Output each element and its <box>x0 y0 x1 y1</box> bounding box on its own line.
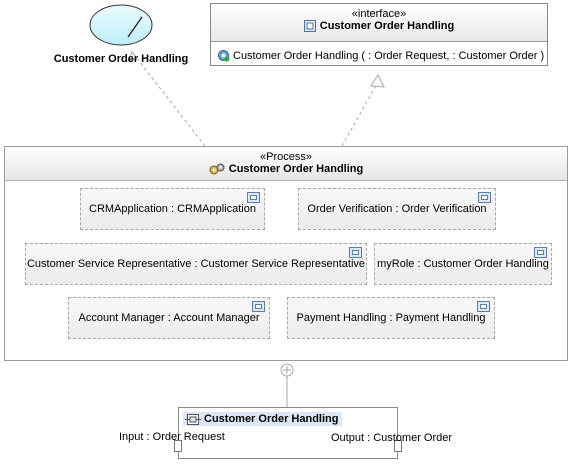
implementation-box[interactable]: Customer Order Handling <box>178 407 398 459</box>
part-icon <box>349 247 362 258</box>
part-account-manager[interactable]: Account Manager : Account Manager <box>68 297 270 339</box>
part-icon <box>477 301 490 312</box>
part-label: CRMApplication : CRMApplication <box>89 203 256 215</box>
implementation-icon <box>185 413 201 425</box>
implementation-name: Customer Order Handling <box>204 413 339 425</box>
implementation-title: Customer Order Handling <box>183 412 343 426</box>
interface-title: Customer Order Handling <box>211 20 547 32</box>
operation-gear-icon <box>218 50 230 62</box>
process-stereotype: «Process» <box>260 151 312 163</box>
part-crmapplication[interactable]: CRMApplication : CRMApplication <box>80 188 265 230</box>
interface-arrowhead <box>370 73 385 88</box>
realization-to-usecase <box>131 51 206 147</box>
realization-to-interface <box>341 81 379 147</box>
part-label: Payment Handling : Payment Handling <box>296 312 486 324</box>
part-customer-service-representative[interactable]: Customer Service Representative : Custom… <box>25 243 367 285</box>
part-label: Account Manager : Account Manager <box>78 312 260 324</box>
process-title: Customer Order Handling <box>5 163 567 175</box>
interface-operation[interactable]: Customer Order Handling ( : Order Reques… <box>211 42 547 62</box>
part-icon <box>252 301 265 312</box>
output-port-label: Output : Customer Order <box>331 432 453 444</box>
part-order-verification[interactable]: Order Verification : Order Verification <box>298 188 496 230</box>
process-header: «Process» Customer Order Handling <box>5 147 567 181</box>
use-case-label: Customer Order Handling <box>53 53 189 65</box>
process-gears-icon <box>209 163 225 175</box>
part-icon <box>247 192 260 203</box>
operation-signature: Customer Order Handling ( : Order Reques… <box>233 49 545 62</box>
part-label: myRole : Customer Order Handling <box>377 258 549 270</box>
interface-stereotype: «interface» <box>351 8 407 20</box>
part-icon <box>534 247 547 258</box>
use-case-ellipse-icon[interactable] <box>88 3 154 47</box>
interface-header: «interface» Customer Order Handling <box>211 4 547 42</box>
input-port-label: Input : Order Request <box>119 431 225 443</box>
interface-icon <box>303 20 316 32</box>
interface-name: Customer Order Handling <box>319 20 455 32</box>
usecase-arrowhead <box>127 50 138 62</box>
part-payment-handling[interactable]: Payment Handling : Payment Handling <box>287 297 495 339</box>
part-label: Order Verification : Order Verification <box>307 203 487 215</box>
part-label: Customer Service Representative : Custom… <box>26 258 366 270</box>
part-icon <box>478 192 491 203</box>
output-port[interactable] <box>394 440 402 452</box>
input-port[interactable] <box>174 440 182 452</box>
interface-box[interactable]: «interface» Customer Order Handling Cust… <box>210 3 548 66</box>
part-myrole[interactable]: myRole : Customer Order Handling <box>374 243 552 285</box>
process-name: Customer Order Handling <box>228 163 364 175</box>
